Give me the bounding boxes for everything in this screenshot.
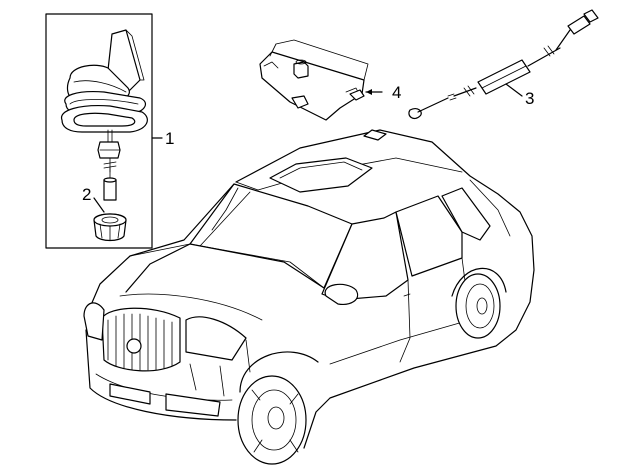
headlight-left: [83, 302, 105, 341]
leader-part-4-arrow: [366, 89, 372, 95]
vehicle-suv: [83, 129, 535, 465]
front-door-window: [321, 211, 409, 301]
sunroof: [269, 157, 373, 193]
antenna-housing: [64, 29, 147, 115]
inset-frame: [45, 13, 153, 249]
leader-part-2: [93, 197, 105, 213]
quarter-window: [441, 187, 491, 241]
headlight-right: [185, 316, 247, 361]
antenna-amplifier-module: [259, 39, 383, 121]
callout-part-1: 1: [165, 129, 174, 148]
brand-emblem: [126, 338, 142, 354]
leader-part-3: [505, 83, 523, 97]
lower-intake: [109, 383, 151, 405]
side-mirror: [324, 283, 359, 305]
front-grille: [101, 307, 181, 372]
antenna-gasket: [61, 105, 148, 133]
windshield: [189, 183, 353, 289]
front-wheel: [237, 375, 307, 465]
antenna-cable: [408, 9, 599, 120]
callout-part-3: 3: [525, 89, 534, 108]
antenna-assembly-inset: [45, 13, 163, 249]
rear-door-window: [395, 195, 463, 277]
antenna-stud: [97, 129, 121, 201]
rear-wheel: [455, 273, 501, 339]
callout-part-2: 2: [82, 185, 91, 204]
antenna-nut: [93, 213, 127, 242]
callout-part-4: 4: [392, 83, 401, 102]
